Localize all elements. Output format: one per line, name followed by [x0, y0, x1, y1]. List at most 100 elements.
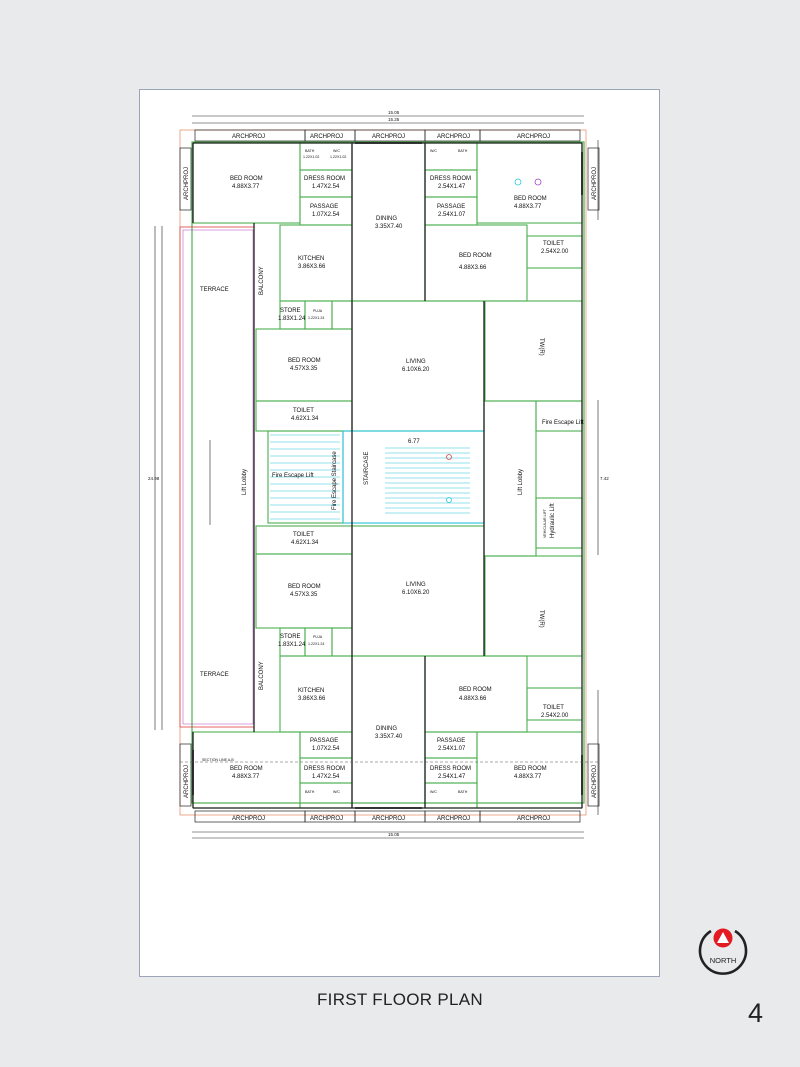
- section-line-label: SECTION LINE A-B: [202, 758, 234, 762]
- room-dress-tr-label: DRESS ROOM: [430, 176, 471, 182]
- room-vehicular-lift-label: VEHICULAR LIFT: [543, 508, 547, 538]
- room-tw-bottom-label: TW(R): [538, 610, 544, 628]
- archproj-left-top: ARCHPROJ: [184, 167, 190, 200]
- room-passage-bl-dim: 1.07X2.54: [312, 746, 340, 752]
- room-wc-bl-label: W/C: [333, 790, 340, 794]
- room-bed-tr-label: BED ROOM: [514, 196, 547, 202]
- archproj-top-5: ARCHPROJ: [517, 134, 550, 140]
- window-marks: [192, 142, 583, 809]
- room-puja-top-dim: 1.22X1.24: [308, 316, 324, 320]
- archproj-top-2: ARCHPROJ: [310, 134, 343, 140]
- room-dress-br-label: DRESS ROOM: [430, 766, 471, 772]
- room-dining-top-dim: 3.35X7.40: [375, 224, 403, 230]
- room-staircase-label: STAIRCASE: [364, 451, 370, 485]
- room-dress-bl-dim: 1.47X2.54: [312, 774, 340, 780]
- room-dining-bottom-dim: 3.35X7.40: [375, 734, 403, 740]
- room-wc-br-label: W/C: [430, 790, 437, 794]
- room-bath-tl-label: BATH: [305, 149, 315, 153]
- room-dining-bottom-label: DINING: [376, 726, 397, 732]
- fixture-marks: [446, 178, 542, 503]
- room-hydraulic-lift-label: Hydraulic Lift: [550, 503, 556, 538]
- room-kitchen-bottom-label: KITCHEN: [298, 688, 324, 694]
- room-bed-mr-dim: 4.88X3.66: [459, 265, 487, 271]
- room-passage-bl-label: PASSAGE: [310, 738, 338, 744]
- room-bed-br-label: BED ROOM: [514, 766, 547, 772]
- room-balcony-bottom-label: BALCONY: [259, 661, 265, 690]
- dimension-lines: [154, 115, 599, 839]
- room-wc-tr-label: W/C: [430, 149, 437, 153]
- dim-bottom-width: 15.05: [388, 832, 400, 837]
- room-store-bottom-dim: 1.83X1.24: [278, 642, 306, 648]
- room-bath-br-label: BATH: [458, 790, 468, 794]
- drawing-sheet: 15.05 15.25 15.05 24.98 7.42 ARCHPROJ AR…: [139, 89, 660, 977]
- page-title: FIRST FLOOR PLAN: [316, 990, 484, 1009]
- room-passage-tl-dim: 1.07X2.54: [312, 212, 340, 218]
- room-kitchen-top-label: KITCHEN: [298, 256, 324, 262]
- archproj-bottom-3: ARCHPROJ: [372, 816, 405, 822]
- room-bed-lr-dim: 4.88X3.66: [459, 696, 487, 702]
- page-number: 4: [748, 998, 764, 1028]
- floor-plan-drawing: 15.05 15.25 15.05 24.98 7.42 ARCHPROJ AR…: [148, 110, 609, 839]
- room-dress-tl-label: DRESS ROOM: [304, 176, 345, 182]
- room-toilet-br-label: TOILET: [543, 705, 564, 711]
- room-tw-top-label: TW(R): [538, 338, 544, 356]
- room-store-top-dim: 1.83X1.24: [278, 316, 306, 322]
- room-puja-bottom-dim: 1.22X1.24: [308, 642, 324, 646]
- dim-inner-width: 15.25: [388, 117, 400, 122]
- room-living-top-label: LIVING: [406, 359, 426, 365]
- room-dress-bl-label: DRESS ROOM: [304, 766, 345, 772]
- archproj-left-bottom: ARCHPROJ: [184, 765, 190, 798]
- room-kitchen-bottom-dim: 3.86X3.66: [298, 696, 326, 702]
- room-bed-ml-label: BED ROOM: [288, 358, 321, 364]
- room-bed-ll-label: BED ROOM: [288, 584, 321, 590]
- room-passage-br-label: PASSAGE: [437, 738, 465, 744]
- structural-walls: [192, 142, 583, 809]
- room-toilet-ml-dim: 4.62X1.34: [291, 416, 319, 422]
- building-outline: [179, 129, 587, 816]
- room-toilet-ll-label: TOILET: [293, 532, 314, 538]
- room-fire-stair-label: Fire Escape Staircase: [332, 451, 338, 510]
- room-passage-tl-label: PASSAGE: [310, 204, 338, 210]
- room-bed-tl-dim: 4.88X3.77: [232, 184, 260, 190]
- room-store-bottom-label: STORE: [280, 634, 301, 640]
- room-balcony-top-label: BALCONY: [259, 266, 265, 295]
- archproj-bottom-1: ARCHPROJ: [232, 816, 265, 822]
- room-passage-br-dim: 2.54X1.07: [438, 746, 466, 752]
- room-bed-bl-dim: 4.88X3.77: [232, 774, 260, 780]
- room-store-top-label: STORE: [280, 308, 301, 314]
- room-toilet-ml-label: TOILET: [293, 408, 314, 414]
- room-toilet-br-dim: 2.54X2.00: [541, 713, 569, 719]
- archproj-right-top: ARCHPROJ: [592, 167, 598, 200]
- dim-stair-width: 6.77: [408, 439, 420, 445]
- fire-stair-treads: [270, 434, 340, 520]
- room-toilet-tr-dim: 2.54X2.00: [541, 249, 569, 255]
- archproj-top-3: ARCHPROJ: [372, 134, 405, 140]
- room-bed-tr-dim: 4.88X3.77: [514, 204, 542, 210]
- room-dress-tr-dim: 2.54X1.47: [438, 184, 466, 190]
- room-labels: BED ROOM 4.88X3.77 DRESS ROOM 1.47X2.54 …: [200, 149, 584, 794]
- room-bath-tr-label: BATH: [458, 149, 468, 153]
- archproj-top-4: ARCHPROJ: [437, 134, 470, 140]
- room-toilet-ll-dim: 4.62X1.34: [291, 540, 319, 546]
- room-bed-ll-dim: 4.57X3.35: [290, 592, 318, 598]
- room-dress-tl-dim: 1.47X2.54: [312, 184, 340, 190]
- room-living-bottom-label: LIVING: [406, 582, 426, 588]
- room-bed-mr-label: BED ROOM: [459, 253, 492, 259]
- room-bed-bl-label: BED ROOM: [230, 766, 263, 772]
- room-toilet-tr-label: TOILET: [543, 241, 564, 247]
- room-terrace-top-label: TERRACE: [200, 287, 229, 293]
- north-compass-icon: NORTH: [698, 928, 748, 975]
- room-bed-lr-label: BED ROOM: [459, 687, 492, 693]
- room-passage-tr-dim: 2.54X1.07: [438, 212, 466, 218]
- room-lift-lobby-right-label: Lift Lobby: [518, 469, 524, 495]
- room-bath-bl-label: BATH: [305, 790, 315, 794]
- room-dining-top-label: DINING: [376, 216, 397, 222]
- archproj-top-1: ARCHPROJ: [232, 134, 265, 140]
- room-bed-tl-label: BED ROOM: [230, 176, 263, 182]
- room-passage-tr-label: PASSAGE: [437, 204, 465, 210]
- room-dress-br-dim: 2.54X1.47: [438, 774, 466, 780]
- room-terrace-bottom-label: TERRACE: [200, 672, 229, 678]
- room-kitchen-top-dim: 3.86X3.66: [298, 264, 326, 270]
- dim-total-width: 15.05: [388, 110, 400, 115]
- room-fire-lift-label: Fire Escape Lift: [542, 420, 584, 426]
